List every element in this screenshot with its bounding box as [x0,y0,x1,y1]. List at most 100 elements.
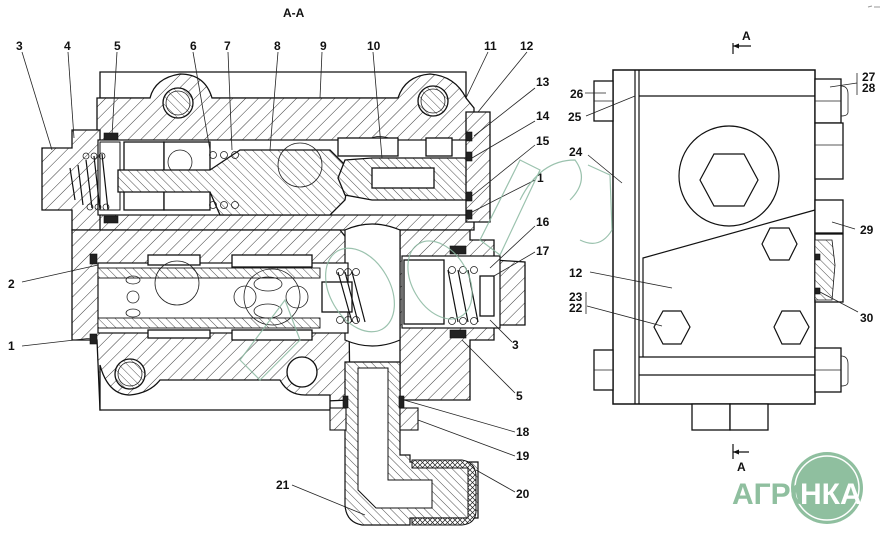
valve-piston [403,259,445,325]
corner-mark [867,5,880,8]
section-marker-top [732,43,751,54]
bolt-hole [162,87,194,119]
seal-5 [449,245,467,255]
callout-9: 9 [320,39,327,53]
callout-5: 5 [516,389,523,403]
section-marker-label-bottom: А [737,460,746,474]
callout-18: 18 [516,425,530,439]
callout-17: 17 [536,244,550,258]
callout-30: 30 [860,311,874,325]
bolt-hole-inner [420,88,446,114]
logo-text-left: АГРО [732,478,814,511]
callout-16: 16 [536,215,550,229]
groove [147,254,201,266]
right-cap-upper [465,111,491,223]
spring-left [69,152,110,211]
callout-2: 2 [8,277,15,291]
callout-3: 3 [16,39,23,53]
callout-5: 5 [114,39,121,53]
seal-1 [89,253,98,265]
spring-center [336,268,366,324]
callout-27: 27 [862,70,876,84]
plug [479,275,495,317]
bolt-hole [114,358,146,390]
ball-6 [277,142,323,188]
callout-24: 24 [569,145,583,159]
callout-8: 8 [274,39,281,53]
plug-circle [678,125,780,227]
side-block [814,122,844,180]
spool-head [243,268,301,326]
seal-5 [103,132,119,141]
port [337,137,399,157]
seal [465,209,473,220]
spool [117,149,351,216]
spring-chamber [99,141,121,211]
callout-19: 19 [516,449,530,463]
callout-11: 11 [484,39,497,53]
callout-1: 1 [537,171,544,185]
callout-26: 26 [570,87,584,101]
spring-mid [209,151,239,209]
callout-25: 25 [568,110,582,124]
callout-22: 22 [569,301,583,315]
groove [231,254,313,268]
callout-10: 10 [367,39,381,53]
side-view: А [568,29,876,474]
callout-1: 1 [8,339,15,353]
callout-4: 4 [64,39,71,53]
callout-15: 15 [536,134,550,148]
callout-12: 12 [569,266,583,280]
port-hole [125,308,141,318]
section-view [41,71,526,526]
valve-inner [371,167,435,189]
elbow-channel [357,367,433,509]
callout-6: 6 [190,39,197,53]
bolt-hole [286,356,318,388]
callout-3: 3 [512,338,519,352]
nut-19 [399,407,419,431]
hex-bolt [761,227,798,261]
sleeve-2-top [97,267,321,279]
housing-plate [612,69,816,405]
seal-18 [398,395,405,409]
callout-20: 20 [516,487,530,501]
seal-5 [103,215,119,224]
callout-14: 14 [536,109,550,123]
callout-29: 29 [860,223,874,237]
watermark [239,159,613,381]
callout-28: 28 [862,81,876,95]
hex-bolt [773,310,810,345]
port-hole [125,275,141,285]
cap-20 [411,459,477,526]
callout-12: 12 [520,39,534,53]
logo-text-right: НКА [800,478,862,511]
section-marker-label-top: А [742,29,751,43]
groove [147,329,211,339]
hex-plug [699,153,759,207]
port-hole [126,290,140,304]
bolt-hole-inner [165,90,191,116]
ball-lower [154,260,200,306]
port [425,137,453,157]
fitting-stub [729,403,769,431]
nut-19 [329,407,347,431]
central-chamber [344,223,401,347]
seal [465,131,473,142]
callout-21: 21 [276,478,290,492]
fitting-stub [691,403,731,431]
cover-12 [642,209,816,357]
seal-1 [89,333,98,345]
callout-13: 13 [536,75,550,89]
seal [465,191,473,202]
hex-bolt [653,310,691,345]
seal-5 [449,329,467,339]
sleeve-2-bottom [97,317,321,329]
leader-lines [21,51,536,516]
block-29 [814,199,844,234]
seal [465,151,473,162]
callout-7: 7 [224,39,231,53]
section-callouts: 3 4 5 6 7 8 9 10 11 12 13 14 15 1 16 17 … [8,39,550,501]
